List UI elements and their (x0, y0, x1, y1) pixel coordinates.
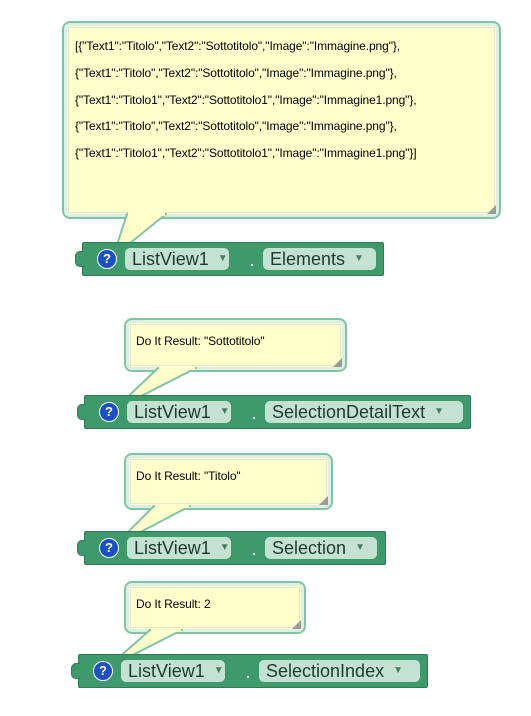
block-output-plug (71, 663, 80, 679)
property-dropdown[interactable]: Elements ▼ (263, 248, 376, 270)
chevron-down-icon: ▼ (219, 406, 230, 417)
property-dropdown[interactable]: SelectionIndex ▼ (259, 660, 420, 682)
component-dropdown[interactable]: ListView1 ▼ (127, 537, 231, 559)
chevron-down-icon: ▼ (354, 253, 364, 264)
bubble-resize-handle[interactable] (487, 205, 496, 214)
property-dropdown[interactable]: Selection ▼ (265, 537, 377, 559)
bubble-body (68, 27, 495, 213)
result-line: [{"Text1":"Titolo","Text2":"Sottotitolo"… (75, 39, 400, 53)
property-separator: . (251, 403, 257, 423)
listview-selectiondetailtext-getter-block[interactable]: ? ListView1 ▼ . SelectionDetailText ▼ (77, 395, 471, 429)
help-icon[interactable]: ? (99, 402, 119, 422)
component-dropdown[interactable]: ListView1 ▼ (121, 660, 225, 682)
block-output-plug (77, 540, 86, 556)
property-dropdown-label: SelectionDetailText (272, 402, 426, 422)
property-dropdown[interactable]: SelectionDetailText ▼ (265, 401, 463, 423)
do-it-result-bubble-selection-index: Do It Result: 2 (124, 581, 306, 634)
property-separator: . (251, 539, 257, 559)
component-dropdown[interactable]: ListView1 ▼ (127, 401, 231, 423)
chevron-down-icon: ▼ (213, 665, 224, 676)
chevron-down-icon: ▼ (355, 542, 365, 553)
component-dropdown-label: ListView1 (134, 538, 211, 558)
do-it-result-bubble-elements: [{"Text1":"Titolo","Text2":"Sottotitolo"… (62, 21, 501, 219)
component-dropdown[interactable]: ListView1 ▼ (125, 248, 229, 270)
chevron-down-icon: ▼ (217, 253, 228, 264)
result-line: {"Text1":"Titolo","Text2":"Sottotitolo",… (75, 66, 397, 80)
property-dropdown-label: Elements (270, 249, 346, 269)
property-separator: . (249, 250, 255, 270)
do-it-result-bubble-selection-detail-text: Do It Result: "Sottotitolo" (124, 318, 347, 372)
bubble-resize-handle[interactable] (292, 620, 301, 629)
property-separator: . (245, 662, 251, 682)
result-text: Do It Result: 2 (136, 597, 211, 611)
property-dropdown-label: SelectionIndex (266, 661, 385, 681)
listview-selectionindex-getter-block[interactable]: ? ListView1 ▼ . SelectionIndex ▼ (71, 654, 428, 688)
bubble-resize-handle[interactable] (319, 496, 328, 505)
component-dropdown-label: ListView1 (128, 661, 205, 681)
chevron-down-icon: ▼ (219, 542, 230, 553)
listview-selection-getter-block[interactable]: ? ListView1 ▼ . Selection ▼ (77, 531, 386, 565)
result-text: Do It Result: "Sottotitolo" (136, 334, 265, 348)
result-text: Do It Result: "Titolo" (136, 469, 241, 483)
result-line: {"Text1":"Titolo","Text2":"Sottotitolo",… (75, 119, 397, 133)
component-dropdown-label: ListView1 (132, 249, 209, 269)
result-line: {"Text1":"Titolo1","Text2":"Sottotitolo1… (75, 93, 417, 107)
chevron-down-icon: ▼ (434, 406, 444, 417)
do-it-result-bubble-selection: Do It Result: "Titolo" (124, 453, 333, 510)
bubble-resize-handle[interactable] (333, 358, 342, 367)
result-line: {"Text1":"Titolo1","Text2":"Sottotitolo1… (75, 146, 417, 160)
bubble-body (130, 324, 341, 366)
chevron-down-icon: ▼ (393, 665, 403, 676)
bubble-body (130, 587, 300, 628)
block-output-plug (77, 404, 86, 420)
listview-elements-getter-block[interactable]: ? ListView1 ▼ . Elements ▼ (75, 242, 384, 276)
help-icon[interactable]: ? (99, 538, 119, 558)
component-dropdown-label: ListView1 (134, 402, 211, 422)
property-dropdown-label: Selection (272, 538, 347, 558)
block-output-plug (75, 251, 84, 267)
help-icon[interactable]: ? (93, 661, 113, 681)
help-icon[interactable]: ? (97, 249, 117, 269)
bubble-body (130, 459, 327, 504)
